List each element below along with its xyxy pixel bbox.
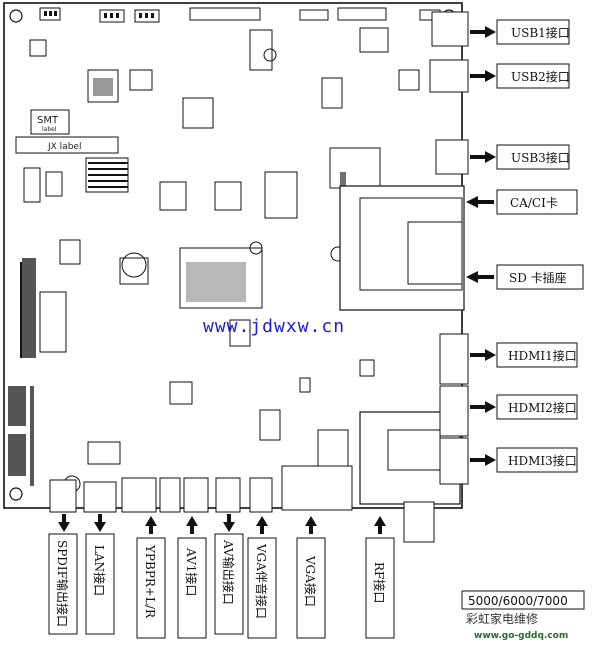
label-hdmi2: HDMI2接口 [508,400,577,415]
label-rf: RF接口 [372,562,387,603]
label-usb2: USB2接口 [511,69,570,84]
smt-label: SMT [37,115,59,126]
label-ypbpr: YPBPR+L/R [143,544,157,619]
bottom-label-boxes [48,533,395,639]
label-av-out: AV输出接口 [221,539,236,605]
label-hdmi1: HDMI1接口 [508,348,577,363]
label-vga: VGA接口 [303,555,318,607]
label-lan: LAN接口 [92,545,107,596]
label-ca-ci: CA/CI卡 [510,196,558,210]
label-spdif: SPDIF输出接口 [55,540,70,627]
bottom-connectors [49,441,435,543]
series-box [461,590,585,610]
label-hdmi3: HDMI3接口 [508,453,577,468]
label-vga-audio: VGA伴音接口 [254,543,269,619]
sd-card [407,221,463,285]
jx-label: JX label [47,142,81,152]
label-usb3: USB3接口 [511,150,570,165]
sd-card-inner [387,429,441,471]
smt-sublabel: label [42,126,57,133]
circles [63,48,346,493]
smt-box [30,109,70,135]
label-av1: AV1接口 [184,547,199,596]
top-connectors [39,7,441,23]
right-arrows [466,26,496,466]
label-usb1: USB1接口 [511,25,570,40]
label-sd: SD 卡插座 [509,270,567,285]
bottom-arrows [58,514,386,534]
series-text: 5000/6000/7000 [468,594,568,608]
watermark: www.jdwxw.cn [203,316,345,337]
brand-name: 彩虹家电维修 [466,611,538,626]
jx-label-box [15,136,119,154]
right-label-boxes [496,19,584,473]
connector-pins [44,11,154,18]
right-connectors [429,11,469,485]
brand-url: www.go-gddq.com [474,631,568,641]
